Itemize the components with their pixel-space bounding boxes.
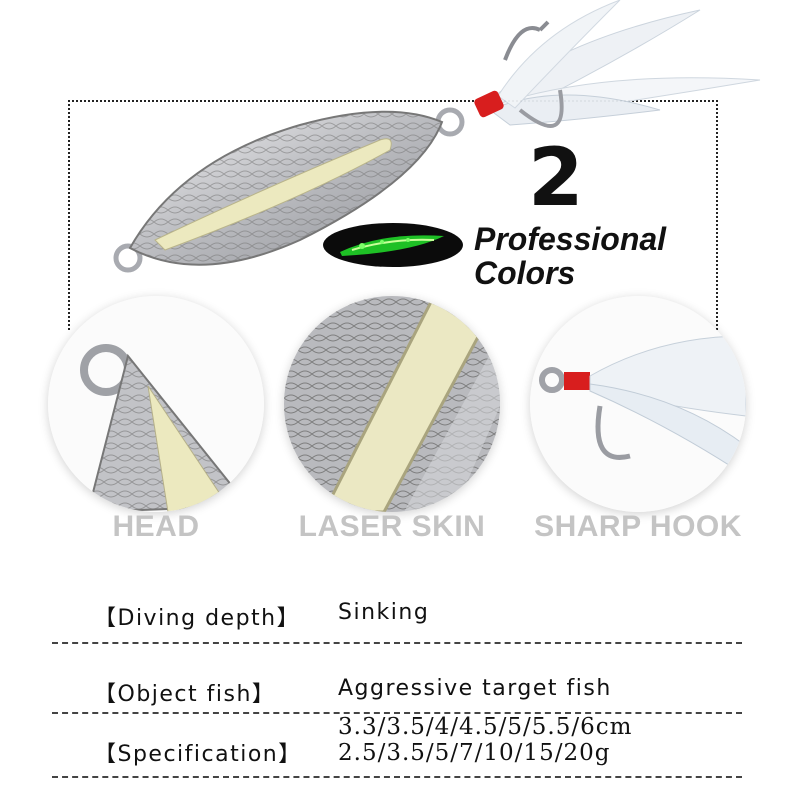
spec-row-diving-depth: 【Diving depth】 Sinking — [52, 588, 742, 644]
glow-in-dark-icon — [323, 223, 463, 267]
feature-closeups: HEAD LASER SKIN SHARP HOOK — [0, 296, 800, 556]
spec-value: Aggressive target fish — [338, 676, 612, 701]
professional-colors-text: Professional Colors — [474, 222, 666, 290]
feature-label-laser-skin: LASER SKIN — [298, 510, 486, 543]
spec-size-values: 3.3/3.5/4/4.5/5/5.5/6cm — [338, 714, 633, 740]
spec-label: 【Specification】 — [94, 742, 302, 767]
professional-label: Professional — [474, 221, 667, 257]
lure-head-closeup-icon — [48, 296, 264, 512]
dotted-frame — [68, 100, 718, 330]
spec-value: Sinking — [338, 600, 430, 625]
spec-weight-values: 2.5/3.5/5/7/10/15/20g — [338, 740, 611, 766]
spec-label: 【Diving depth】 — [94, 606, 301, 631]
feature-label-head: HEAD — [112, 510, 200, 543]
spec-row-specification: 【Specification】 3.3/3.5/4/4.5/5/5.5/6cm … — [52, 714, 742, 778]
laser-skin-closeup-icon — [284, 296, 500, 512]
feature-label-sharp-hook: SHARP HOOK — [534, 510, 742, 543]
feather-hook-closeup-icon — [530, 296, 746, 512]
spec-value: 3.3/3.5/4/4.5/5/5.5/6cm 2.5/3.5/5/7/10/1… — [338, 714, 632, 766]
spec-label: 【Object fish】 — [94, 682, 276, 707]
feather-icon — [489, 0, 761, 126]
hero-lure-illustration — [113, 0, 761, 273]
spec-table: 【Diving depth】 Sinking 【Object fish】 Agg… — [52, 588, 742, 778]
color-count-number: 2 — [528, 131, 584, 224]
spec-row-object-fish: 【Object fish】 Aggressive target fish — [52, 644, 742, 714]
colors-label: Colors — [474, 255, 576, 291]
